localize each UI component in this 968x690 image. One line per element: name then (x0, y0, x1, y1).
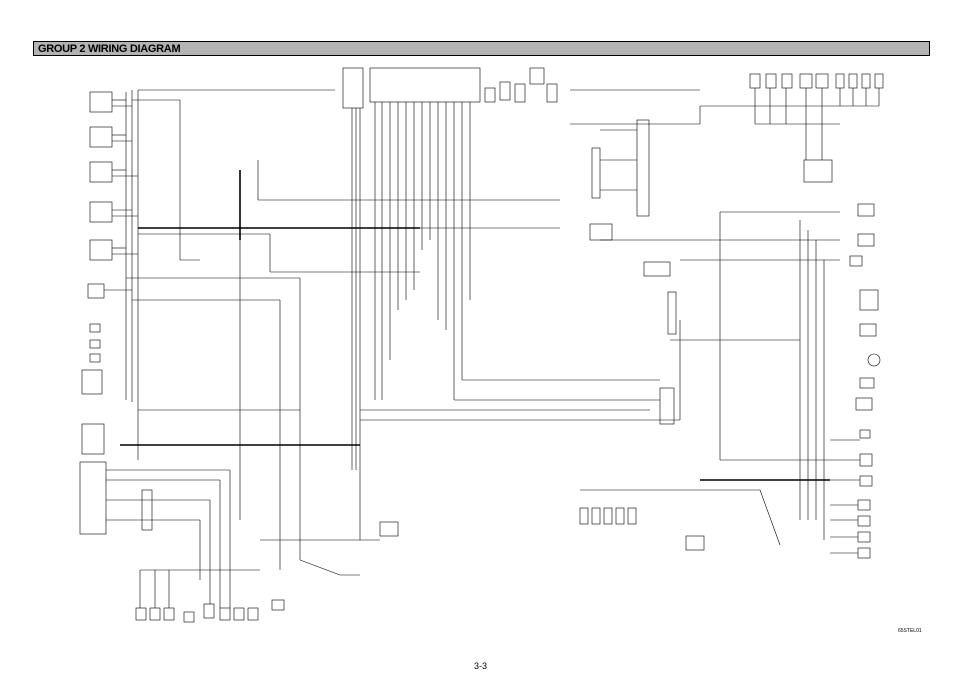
top-right-connector-6 (835, 73, 845, 89)
central-connector-a (342, 67, 364, 109)
right-component-9 (859, 453, 873, 467)
top-right-connector-5 (815, 73, 829, 89)
bottom-left-comp-3 (163, 607, 175, 621)
left-component-7 (81, 369, 103, 395)
gauge-component (867, 353, 881, 367)
bottom-comp-1 (579, 507, 589, 525)
left-component-2 (89, 126, 113, 148)
left-switch-1 (89, 323, 101, 333)
bottom-left-comp-4 (183, 611, 195, 623)
bottom-left-comp-5 (203, 603, 215, 619)
bottom-left-comp-9 (271, 599, 285, 611)
title-bar: GROUP 2 WIRING DIAGRAM (33, 41, 930, 56)
right-component-13 (857, 531, 871, 543)
doc-code: 65STEL01 (898, 628, 922, 634)
top-right-connector-7 (848, 73, 858, 89)
top-right-connector-1 (749, 73, 761, 89)
left-component-9 (79, 461, 107, 535)
bottom-comp-5 (627, 507, 637, 525)
top-right-connector-3 (781, 73, 793, 89)
left-component-8 (81, 423, 105, 455)
left-switch-3 (89, 353, 101, 363)
relay-box (589, 223, 613, 241)
mid-connector (141, 489, 153, 531)
bottom-comp-3 (603, 507, 613, 525)
top-right-connector-8 (861, 73, 871, 89)
right-component-6 (859, 377, 875, 389)
right-component-12 (857, 515, 871, 527)
cluster-module (803, 159, 833, 183)
top-relay-2 (499, 81, 511, 101)
left-component-5 (89, 239, 113, 261)
bottom-left-comp-1 (135, 607, 147, 621)
left-switch-2 (89, 339, 101, 349)
right-component-5 (859, 323, 877, 337)
page-number: 3-3 (474, 661, 488, 671)
top-relay-4 (529, 67, 545, 85)
bottom-comp-2 (591, 507, 601, 525)
left-component-3 (89, 161, 113, 183)
connector-mid (667, 291, 677, 335)
bottom-comp-4 (615, 507, 625, 525)
left-component-6 (87, 283, 105, 299)
top-relay-5 (546, 83, 558, 103)
bottom-left-comp-7 (233, 607, 245, 621)
right-component-1 (857, 203, 875, 217)
relay-mid-right (591, 147, 601, 199)
right-component-4 (859, 289, 879, 311)
right-component-14 (857, 547, 871, 559)
top-right-connector-4 (799, 73, 813, 89)
right-component-11 (857, 499, 871, 511)
left-component-1 (89, 91, 113, 113)
bottom-center-comp (379, 521, 399, 537)
right-component-10 (859, 475, 873, 487)
page-title: GROUP 2 WIRING DIAGRAM (38, 43, 181, 55)
right-component-2 (857, 233, 875, 247)
bottom-relay (685, 535, 705, 551)
top-right-connector-9 (874, 73, 884, 89)
right-component-8 (859, 429, 871, 439)
top-relay-1 (484, 87, 496, 103)
right-component-7 (855, 397, 873, 411)
right-fuse-block (636, 119, 650, 217)
right-component-3 (849, 255, 863, 267)
lower-connector-block (659, 387, 675, 425)
bottom-left-comp-2 (149, 607, 161, 621)
left-component-4 (89, 201, 113, 223)
bottom-left-comp-8 (247, 607, 259, 621)
central-connector-b (369, 67, 481, 103)
fan-component (643, 261, 671, 277)
top-relay-3 (514, 83, 526, 103)
top-right-connector-2 (765, 73, 777, 89)
bottom-left-comp-6 (219, 607, 231, 621)
